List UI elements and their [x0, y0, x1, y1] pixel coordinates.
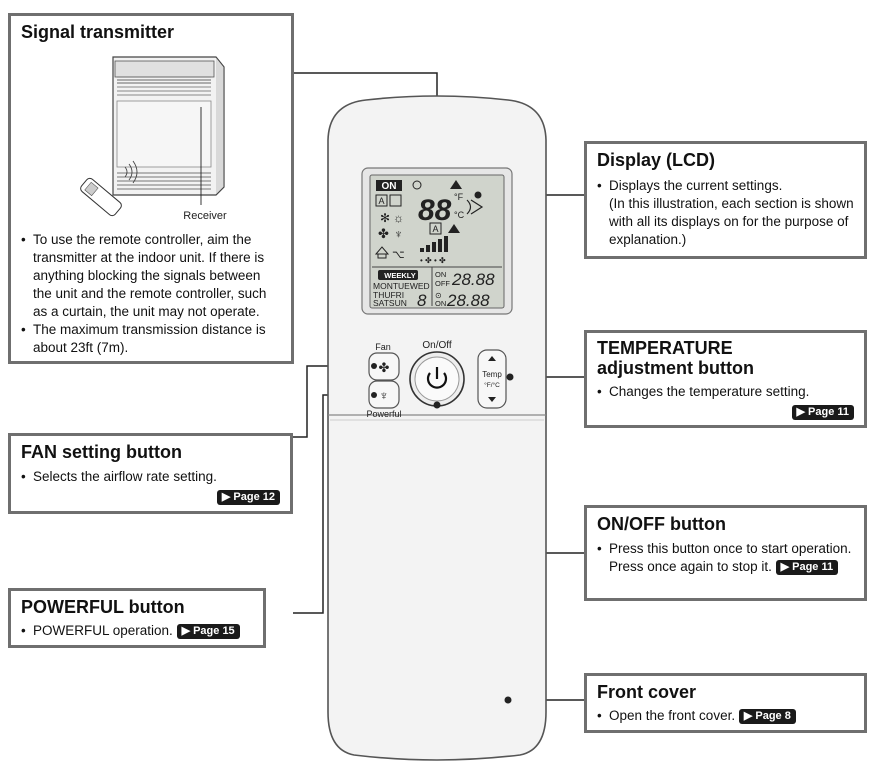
lcd-mode-icon	[389, 194, 402, 207]
temperature-title-1: TEMPERATURE	[597, 338, 733, 358]
svg-text:OFF: OFF	[435, 279, 450, 288]
temp-down-icon	[488, 397, 496, 402]
lcd-up-triangle-icon	[450, 180, 462, 189]
svg-text:ON: ON	[435, 299, 446, 308]
front-cover-page-ref[interactable]: ▶ Page 8	[738, 708, 796, 724]
lcd-home-icon	[374, 246, 390, 259]
signal-bullet-1: To use the remote controller, aim the tr…	[21, 231, 281, 321]
fan-box: FAN setting button Selects the airflow r…	[8, 433, 293, 514]
lcd-sun-icon: ☼	[393, 211, 404, 225]
lcd-time-1: 28.88	[451, 270, 495, 289]
fan-page-ref[interactable]: ▶ Page 12	[216, 489, 280, 505]
powerful-bullet: POWERFUL operation.	[33, 623, 173, 638]
signal-leader-line	[293, 72, 438, 105]
svg-text:°C: °C	[454, 210, 465, 220]
svg-text:MONTUEWED: MONTUEWED	[373, 281, 430, 291]
onoff-page-ref[interactable]: ▶ Page 11	[775, 559, 839, 575]
front-cover-bullet: Open the front cover.	[609, 708, 736, 723]
temperature-page-ref[interactable]: ▶ Page 11	[791, 404, 854, 420]
remote-onoff-label: On/Off	[422, 340, 451, 351]
temperature-title-2: adjustment button	[597, 358, 754, 378]
svg-text:THUFRI: THUFRI	[373, 290, 404, 300]
lcd-on-label: ON	[382, 181, 397, 192]
signal-transmitter-title: Signal transmitter	[21, 22, 175, 42]
lcd-fan-icon: ✤	[378, 226, 389, 241]
fan-bullet: Selects the airflow rate setting.	[21, 468, 280, 486]
svg-text:A: A	[378, 196, 384, 206]
temperature-bullet: Changes the temperature setting.	[597, 383, 854, 401]
lcd-airflow-bars	[420, 248, 424, 252]
temp-up-icon	[488, 356, 496, 361]
fan-icon: ✤	[379, 360, 390, 375]
lcd-powerful-icon: ♆	[394, 227, 403, 241]
remote-temp-label: Temp	[482, 370, 502, 379]
lcd-big-digits: 88	[418, 194, 452, 227]
front-cover-title: Front cover	[597, 682, 697, 702]
svg-text:⊙: ⊙	[435, 291, 442, 300]
signal-bullet-2: The maximum transmission distance is abo…	[21, 321, 281, 357]
onoff-bullet-line2: Press once again to stop it.	[609, 559, 772, 574]
lcd-cool-icon: ✻	[380, 211, 390, 225]
svg-text:• ✤ • ✤: • ✤ • ✤	[420, 256, 446, 265]
onoff-box: ON/OFF button Press this button once to …	[584, 505, 867, 601]
display-title: Display (LCD)	[597, 150, 716, 170]
svg-text:ON: ON	[435, 270, 446, 279]
indoor-unit-illustration: Receiver	[80, 56, 227, 222]
fan-title: FAN setting button	[21, 442, 182, 462]
remote-powerful-button[interactable]	[368, 380, 400, 409]
remote-powerful-label: Powerful	[366, 409, 401, 419]
svg-text:⌥: ⌥	[392, 249, 405, 261]
temperature-box: TEMPERATURE adjustment button Changes th…	[584, 330, 867, 428]
svg-text:A: A	[432, 224, 438, 234]
svg-text:°F: °F	[454, 192, 464, 202]
receiver-label: Receiver	[183, 210, 227, 222]
remote-fan-button[interactable]	[368, 352, 400, 381]
display-bullet-1-note: (In this illustration, each section is s…	[609, 196, 854, 247]
remote-fan-label: Fan	[375, 342, 391, 352]
powerful-box: POWERFUL button POWERFUL operation. ▶ Pa…	[8, 588, 266, 648]
remote-unit-label: °F/°C	[484, 381, 500, 389]
lcd-time-2: 28.88	[446, 291, 490, 310]
signal-transmitter-box: Signal transmitter Receiver To use the r…	[8, 13, 294, 364]
lcd-day-digit: 8	[417, 291, 427, 310]
lcd-timer-icon	[412, 180, 422, 190]
power-icon	[426, 372, 448, 389]
remote-temp-button[interactable]	[477, 349, 507, 409]
onoff-bullet: Press this button once to start operatio…	[597, 540, 854, 558]
display-bullet-1: Displays the current settings.	[597, 177, 854, 195]
powerful-page-ref[interactable]: ▶ Page 15	[176, 623, 240, 639]
lcd-weekly-label: WEEKLY	[384, 271, 415, 280]
powerful-title: POWERFUL button	[21, 597, 185, 617]
onoff-title: ON/OFF button	[597, 514, 726, 534]
powerful-icon: ♆	[379, 388, 389, 403]
front-cover-box: Front cover Open the front cover. ▶ Page…	[584, 673, 867, 733]
lcd-swing-icon	[466, 199, 484, 215]
svg-text:SATSUN: SATSUN	[373, 298, 407, 308]
display-box: Display (LCD) Displays the current setti…	[584, 141, 867, 259]
